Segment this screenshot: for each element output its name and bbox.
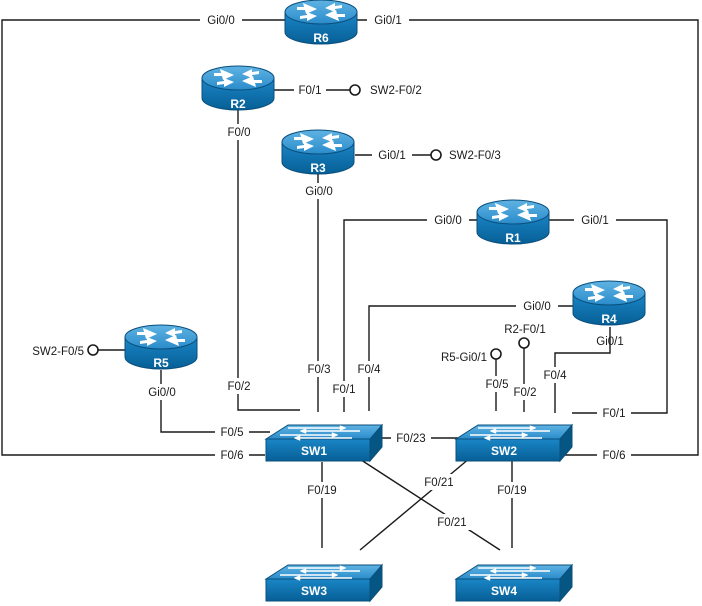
link-sw2-sw3-f021 [359, 457, 471, 551]
link-r1-sw1 [343, 219, 477, 412]
switch-sw1-label: SW1 [301, 444, 327, 458]
router-r1: R1 [476, 199, 550, 245]
port-r6-gi00: Gi0/0 [207, 15, 235, 27]
port-sw1-f03: F0/3 [307, 364, 330, 376]
port-sw2-f05: F0/5 [485, 379, 508, 391]
port-sw2-f06: F0/6 [602, 450, 625, 462]
terminal-r2-f01 [349, 84, 361, 96]
router-r4-label: R4 [601, 312, 617, 326]
switch-sw1: SW1 [265, 424, 383, 462]
port-sw1-f06: F0/6 [220, 450, 243, 462]
port-r2-peer: SW2-F0/2 [370, 85, 422, 97]
switch-sw3-label: SW3 [301, 584, 327, 598]
port-r5-peer: SW2-F0/5 [32, 346, 84, 358]
port-sw2-r5-peer: R5-Gi0/1 [441, 352, 487, 364]
port-r6-gi01: Gi0/1 [374, 15, 402, 27]
port-r1-gi00: Gi0/0 [434, 215, 462, 227]
link-sw1-sw4-f021 [354, 455, 501, 551]
router-r2-label: R2 [230, 97, 246, 111]
terminal-r3-gi01 [430, 149, 442, 161]
router-r5-label: R5 [153, 356, 169, 370]
router-r6: R6 [284, 0, 358, 45]
switch-sw2-label: SW2 [491, 444, 517, 458]
switch-sw4-label: SW4 [491, 584, 517, 598]
router-r6-label: R6 [313, 31, 329, 45]
terminal-sw2-r5-gi01 [490, 348, 502, 360]
port-r4-gi00: Gi0/0 [523, 301, 551, 313]
port-sw2-f04: F0/4 [543, 370, 567, 382]
router-r1-label: R1 [505, 231, 521, 245]
port-r4-gi01: Gi0/1 [596, 336, 624, 348]
port-sw1-f01: F0/1 [332, 384, 355, 396]
router-r2: R2 [201, 65, 275, 111]
port-r3-gi01: Gi0/1 [378, 150, 406, 162]
port-r3-peer: SW2-F0/3 [449, 150, 501, 162]
port-sw2-f01: F0/1 [602, 408, 625, 420]
port-sw1-f04: F0/4 [357, 364, 381, 376]
port-sw2-f019: F0/19 [497, 485, 526, 497]
port-r2-f01: F0/1 [298, 85, 321, 97]
port-r1-gi01: Gi0/1 [581, 215, 609, 227]
port-sw2-f02: F0/2 [513, 387, 536, 399]
port-sw1-f021: F0/21 [437, 517, 466, 529]
switch-sw2: SW2 [455, 424, 573, 462]
router-r5: R5 [124, 324, 198, 370]
port-r3-gi00: Gi0/0 [305, 186, 333, 198]
port-sw2-r2-peer: R2-F0/1 [504, 324, 546, 336]
port-sw1-f023: F0/23 [396, 433, 425, 445]
port-r2-f00: F0/0 [227, 127, 250, 139]
port-sw1-f02: F0/2 [227, 381, 250, 393]
switch-sw3: SW3 [265, 564, 383, 602]
port-r5-gi00: Gi0/0 [148, 387, 176, 399]
port-sw1-f019: F0/19 [307, 485, 336, 497]
router-r3-label: R3 [310, 161, 326, 175]
router-r4: R4 [572, 280, 646, 326]
link-r2-sw1 [237, 110, 300, 411]
router-r3: R3 [281, 129, 355, 175]
port-labels: Gi0/0 Gi0/1 F0/1 SW2-F0/2 F0/0 Gi0/1 SW2… [32, 12, 631, 530]
port-sw2-f021: F0/21 [424, 477, 453, 489]
port-sw1-f05: F0/5 [220, 427, 243, 439]
terminal-sw2-r2-f01 [518, 337, 530, 349]
switch-sw4: SW4 [455, 564, 573, 602]
link-r6-sw1 [1, 19, 285, 456]
terminal-r5-peer [87, 344, 99, 356]
